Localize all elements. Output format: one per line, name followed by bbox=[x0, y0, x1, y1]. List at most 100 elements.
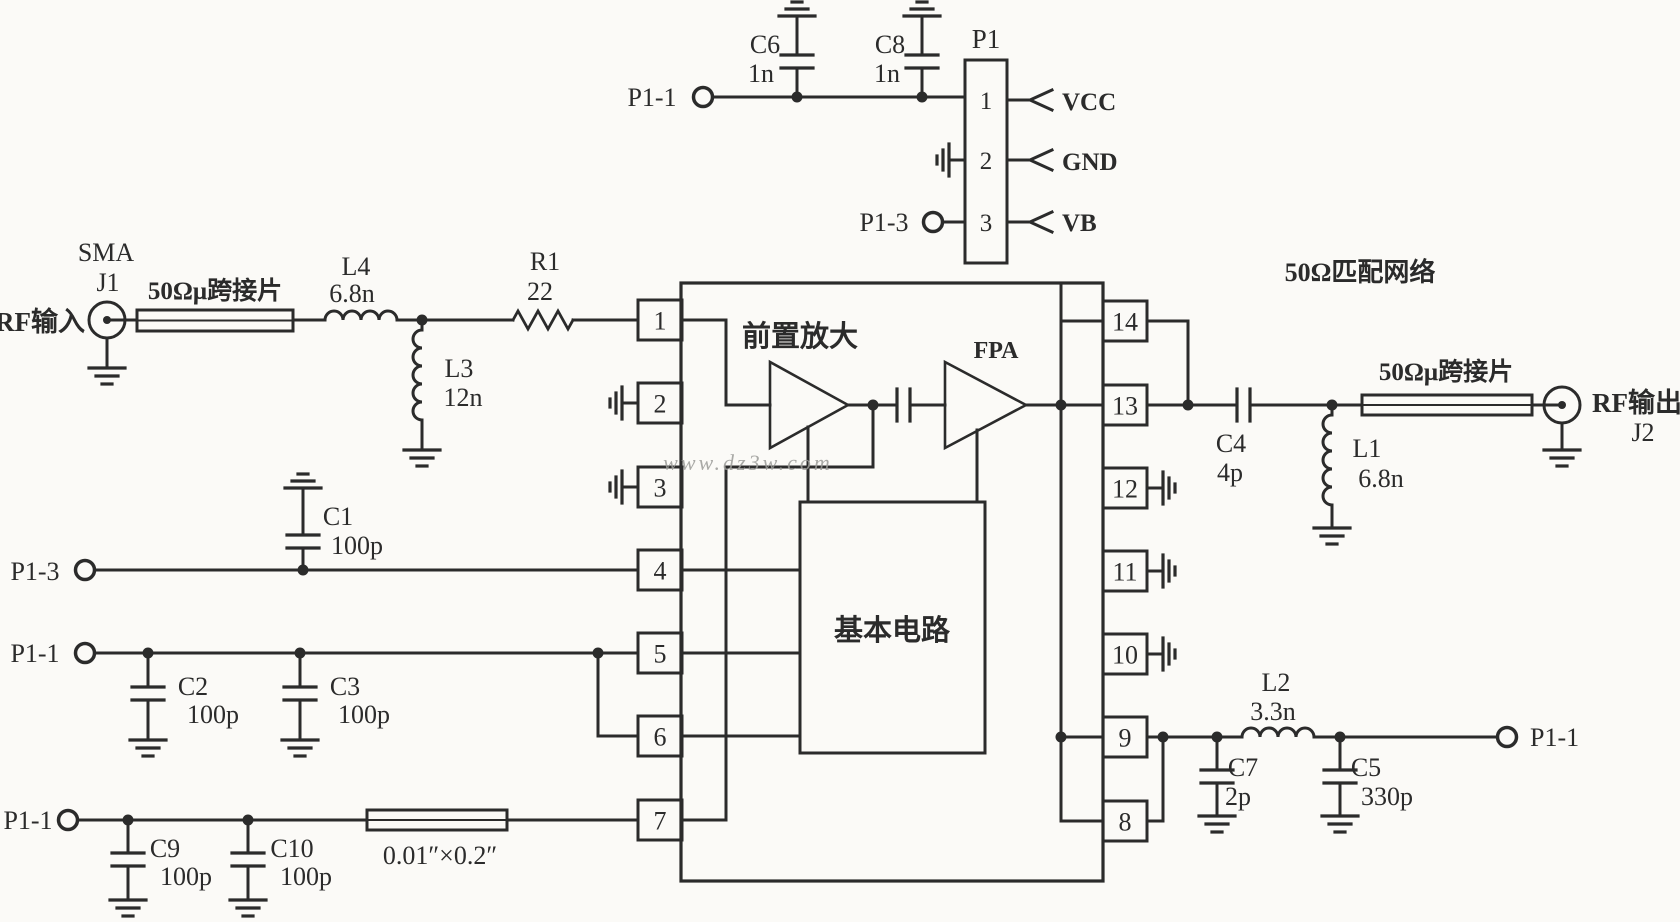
label-gnd: GND bbox=[1062, 149, 1118, 176]
label-c4-value: 4p bbox=[1217, 458, 1243, 487]
junction-dot bbox=[294, 647, 306, 659]
ic-pin-3 bbox=[636, 465, 684, 509]
wire-right-rail bbox=[1059, 281, 1105, 823]
wire-pin1-inner bbox=[680, 318, 772, 407]
sma-connector-j1-center bbox=[103, 316, 111, 324]
sma-connector-j2-outer bbox=[1542, 385, 1582, 425]
ic-pin-6-number: 6 bbox=[654, 723, 667, 752]
ic-pin-1 bbox=[636, 298, 684, 342]
label-c5: C5 bbox=[1351, 753, 1381, 782]
junction-dot bbox=[1326, 399, 1338, 411]
ic-pin-8 bbox=[1101, 799, 1149, 843]
junction-dot bbox=[1211, 731, 1223, 743]
label-c6: C6 bbox=[750, 30, 780, 59]
sma-connector-j2-center bbox=[1558, 401, 1566, 409]
ic-pin-10-number: 10 bbox=[1112, 641, 1138, 670]
ic-pin-14 bbox=[1101, 299, 1149, 343]
plug-fork-vcc bbox=[1026, 88, 1054, 112]
label-c4: C4 bbox=[1216, 429, 1246, 458]
label-c10-value: 100p bbox=[280, 862, 332, 891]
ic-pin-4 bbox=[636, 548, 684, 592]
ic-pin-2-number: 2 bbox=[654, 390, 667, 419]
wire-pin8-bracket bbox=[1145, 735, 1165, 823]
label-j2: J2 bbox=[1631, 418, 1654, 447]
label-c7-value: 2p bbox=[1225, 782, 1251, 811]
label-c10: C10 bbox=[270, 834, 313, 863]
ic-pin-14-number: 14 bbox=[1112, 308, 1138, 337]
label-l1-value: 6.8n bbox=[1358, 464, 1404, 493]
label-p1-1-mid: P1-1 bbox=[10, 639, 59, 668]
label-l4: L4 bbox=[342, 252, 371, 281]
label-c2-value: 100p bbox=[187, 700, 239, 729]
label-p1-1-top: P1-1 bbox=[627, 83, 676, 112]
label-p1-3-left: P1-3 bbox=[10, 557, 59, 586]
label-preamp: 前置放大 bbox=[742, 319, 858, 353]
label-vb: VB bbox=[1062, 210, 1097, 237]
label-c1-value: 100p bbox=[331, 531, 383, 560]
fpa-triangle bbox=[943, 359, 1029, 451]
label-r1-value: 22 bbox=[527, 277, 553, 306]
ic-pin-13-number: 13 bbox=[1112, 392, 1138, 421]
junction-dot bbox=[867, 399, 879, 411]
terminal-p1-3-top bbox=[921, 210, 945, 234]
junction-dot bbox=[297, 564, 309, 576]
label-vcc: VCC bbox=[1062, 89, 1116, 116]
coil-l3 bbox=[411, 328, 424, 422]
label-matching-network: 50Ω匹配网络 bbox=[1285, 257, 1436, 287]
label-jumper-left: 50Ωμ跨接片 bbox=[148, 277, 282, 305]
ic-pin-2 bbox=[636, 381, 684, 425]
label-c3-value: 100p bbox=[338, 700, 390, 729]
label-rf-output: RF输出 bbox=[1592, 387, 1680, 418]
ic-pin-11-number: 11 bbox=[1112, 558, 1137, 587]
ic-pin-12-number: 12 bbox=[1112, 475, 1138, 504]
ic-pin-4-number: 4 bbox=[654, 557, 667, 586]
ic-pin-9-number: 9 bbox=[1119, 724, 1132, 753]
label-p1-pin3: 3 bbox=[980, 210, 993, 237]
junction-dot bbox=[1055, 399, 1067, 411]
label-p1-pin2: 2 bbox=[980, 148, 993, 175]
label-c1: C1 bbox=[323, 502, 353, 531]
ic-pin-1-number: 1 bbox=[654, 307, 667, 336]
label-c9-value: 100p bbox=[160, 862, 212, 891]
core-box bbox=[798, 500, 987, 755]
junction-dot bbox=[122, 814, 134, 826]
ic-pin-5 bbox=[636, 631, 684, 675]
ic-pin-10 bbox=[1101, 632, 1149, 676]
label-sma: SMA bbox=[78, 238, 135, 267]
label-c6-value: 1n bbox=[748, 59, 774, 88]
label-p1-1-right: P1-1 bbox=[1530, 723, 1579, 752]
ic-pin-6 bbox=[636, 714, 684, 758]
junction-dot bbox=[916, 91, 928, 103]
junction-dot bbox=[1334, 731, 1346, 743]
label-c9: C9 bbox=[150, 834, 180, 863]
junction-dot bbox=[791, 91, 803, 103]
junction-dot bbox=[1182, 399, 1194, 411]
junction-dot bbox=[592, 647, 604, 659]
label-j1: J1 bbox=[96, 268, 119, 297]
label-l3-value: 12n bbox=[444, 383, 483, 412]
label-c5-value: 330p bbox=[1361, 782, 1413, 811]
watermark-text: www.dz3w.com bbox=[663, 450, 833, 475]
label-c8: C8 bbox=[875, 30, 905, 59]
plug-fork-vb bbox=[1026, 210, 1054, 234]
label-p1-3-top: P1-3 bbox=[859, 208, 908, 237]
label-l2-value: 3.3n bbox=[1250, 697, 1296, 726]
label-p1-pin1: 1 bbox=[980, 88, 993, 115]
label-l3: L3 bbox=[445, 354, 474, 383]
junction-dot bbox=[142, 647, 154, 659]
ic-pin-11 bbox=[1101, 549, 1149, 593]
ic-pin-8-number: 8 bbox=[1119, 808, 1132, 837]
resistor-r1 bbox=[511, 308, 575, 332]
label-core: 基本电路 bbox=[834, 614, 951, 647]
label-p1-1-bottom: P1-1 bbox=[3, 806, 52, 835]
label-fpa: FPA bbox=[974, 338, 1020, 364]
junction-dot bbox=[416, 314, 428, 326]
ic-pin-7-number: 7 bbox=[654, 807, 667, 836]
label-c2: C2 bbox=[178, 672, 208, 701]
sma-connector-j1-outer bbox=[87, 300, 127, 340]
label-l1: L1 bbox=[1353, 434, 1382, 463]
wire-pin6-drop bbox=[596, 651, 640, 738]
label-l2: L2 bbox=[1262, 668, 1291, 697]
